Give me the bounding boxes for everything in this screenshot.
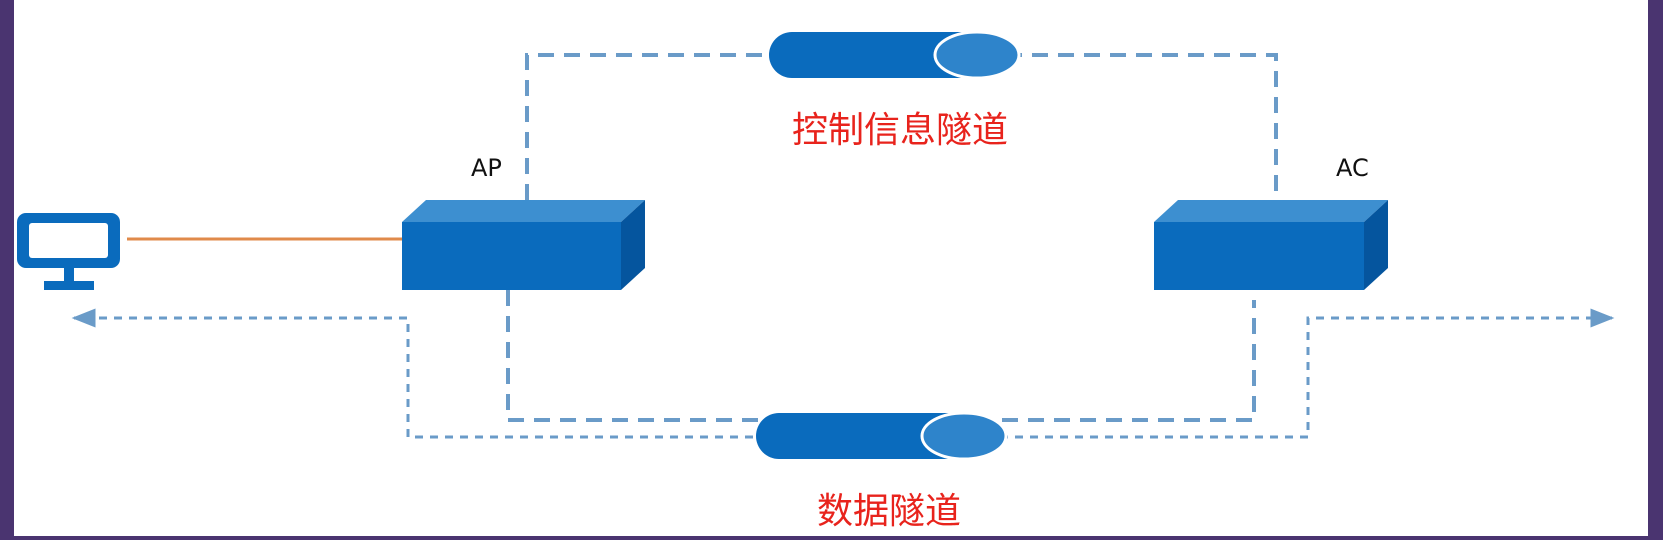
data-tunnel-icon [756, 411, 1008, 461]
control-tunnel-icon [769, 30, 1021, 80]
ac-label: AC [1336, 154, 1369, 182]
control-tunnel-link [525, 53, 1278, 200]
diagram-canvas: AP AC 控制信息隧道 数据隧道 [14, 0, 1648, 536]
ap-label: AP [471, 154, 502, 182]
data-tunnel-link [506, 290, 1256, 422]
network-diagram: AP AC 控制信息隧道 数据隧道 [17, 30, 1615, 532]
control-tunnel-label: 控制信息隧道 [792, 110, 1008, 151]
data-tunnel-label: 数据隧道 [817, 491, 961, 532]
monitor-icon [17, 213, 120, 290]
ac-device [1154, 200, 1388, 290]
ap-device [402, 200, 645, 290]
